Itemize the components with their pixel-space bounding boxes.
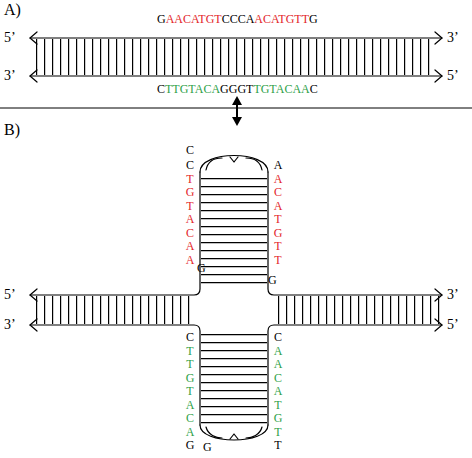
base-letter: G	[268, 274, 277, 286]
sequence-run: TGTACAA	[183, 172, 197, 267]
sequence-line: CTGTACAA	[184, 158, 196, 266]
sequence-run: G	[309, 12, 318, 26]
base-pair-rungs	[201, 334, 267, 424]
strand-backbone	[30, 325, 200, 425]
base-pair-rungs	[278, 296, 440, 324]
sequence-run: CCCA	[222, 12, 255, 26]
sequence-run: TTGTACA	[165, 82, 220, 96]
base-letter: G	[197, 262, 206, 274]
sequence-run: GGGT	[220, 82, 253, 96]
sequence-run: C	[183, 158, 197, 172]
arrow-head	[232, 117, 242, 126]
sequence-run: TTGTACA	[183, 344, 197, 439]
strand-backbone	[268, 325, 442, 425]
loop-bases	[206, 427, 262, 439]
sequence-run: C	[157, 82, 165, 96]
arrow-head	[232, 96, 242, 105]
sequence-line: AACATGTT	[272, 158, 284, 266]
base-pair-rungs	[36, 296, 194, 324]
sequence-run: T	[271, 438, 285, 452]
hairpin-loop	[200, 425, 268, 440]
sequence-line: CAACATGTT	[272, 330, 284, 452]
panel-label: A)	[4, 2, 21, 18]
sequence-line: GAACATGTCCCAACATGTTG	[157, 12, 318, 26]
sequence-run: C	[271, 330, 285, 344]
strand-backbone	[30, 37, 442, 38]
strand-end-label: 3’	[4, 69, 16, 83]
sequence-run: C	[183, 330, 197, 344]
sequence-run: C	[310, 82, 318, 96]
strand-end-arrows	[30, 289, 442, 331]
loop-bases	[206, 157, 262, 170]
strand-end-label: 3’	[4, 318, 16, 332]
sequence-run: G	[183, 438, 197, 452]
sequence-run: G	[157, 12, 166, 26]
strand-end-label: 5’	[447, 318, 459, 332]
sequence-run: AACATGT	[271, 344, 285, 439]
hairpin-loop	[200, 156, 268, 173]
sequence-run: ACATGTT	[271, 172, 285, 267]
equilibrium-arrow	[236, 103, 238, 119]
base-letter: G	[203, 441, 212, 453]
strand-end-label: 5’	[4, 31, 16, 45]
strand-end-label: 3’	[447, 288, 459, 302]
sequence-run: TGTACAA	[253, 82, 309, 96]
base-pair-rungs	[201, 178, 267, 288]
strand-end-label: 5’	[4, 288, 16, 302]
strand-end-arrows	[30, 32, 442, 82]
strand-backbone	[30, 75, 442, 76]
base-pair-rungs	[36, 39, 436, 75]
sequence-run: ACATGTT	[254, 12, 309, 26]
strand-backbone	[30, 172, 200, 295]
strand-end-label: 3’	[447, 31, 459, 45]
sequence-run: AACATGT	[166, 12, 222, 26]
base-letter: C	[186, 144, 194, 156]
strand-backbone	[268, 172, 442, 295]
sequence-line: CTTGTACAGGGTTGTACAAC	[157, 82, 318, 96]
strand-end-label: 5’	[447, 69, 459, 83]
sequence-line: CTTGTACAG	[184, 330, 196, 452]
sequence-run: A	[271, 158, 285, 172]
panel-label: B)	[4, 122, 20, 138]
